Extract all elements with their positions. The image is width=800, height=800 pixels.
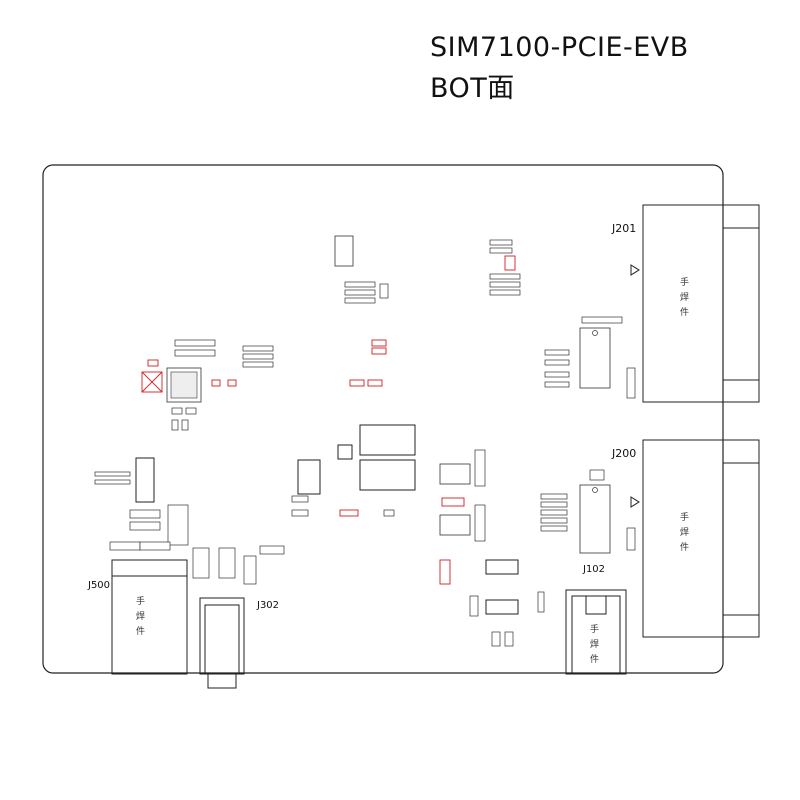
- svg-text:件: 件: [136, 625, 145, 637]
- connector-j302: J302: [199, 597, 279, 689]
- j302-label: J302: [256, 600, 279, 611]
- connector-j102: J102 手 焊 件: [565, 564, 627, 675]
- svg-text:焊: 焊: [590, 638, 599, 650]
- j200-label: J200: [611, 447, 636, 460]
- ic-right-upper: [544, 316, 636, 399]
- svg-text:件: 件: [680, 541, 689, 553]
- connector-j500: J500 手 焊 件: [87, 559, 188, 675]
- board-title: SIM7100-PCIE-EVB: [430, 32, 689, 63]
- ic-right-lower: [540, 469, 636, 554]
- svg-text:手: 手: [680, 276, 689, 288]
- center-power-block: [291, 424, 416, 517]
- board-side-label: BOT面: [430, 73, 515, 104]
- ic-top-right: [489, 239, 521, 296]
- svg-text:焊: 焊: [680, 291, 689, 303]
- svg-text:焊: 焊: [680, 526, 689, 538]
- ic-top-center: [334, 235, 389, 304]
- board-outline: [42, 164, 724, 674]
- svg-text:件: 件: [590, 653, 599, 665]
- svg-text:手: 手: [680, 511, 689, 523]
- left-mid-cluster: [94, 457, 285, 585]
- j102-label: J102: [582, 564, 605, 575]
- svg-text:手: 手: [590, 623, 599, 635]
- connector-j201: J201 手 焊 件: [611, 204, 760, 403]
- j201-label: J201: [611, 222, 636, 235]
- svg-text:焊: 焊: [136, 610, 145, 622]
- ic-cluster-left: [141, 339, 274, 431]
- center-red-pads: [349, 339, 387, 387]
- ic-right-center: [439, 449, 545, 647]
- connector-j200: J200 手 焊 件: [611, 439, 760, 638]
- j500-label: J500: [87, 580, 110, 591]
- svg-text:件: 件: [680, 306, 689, 318]
- svg-text:手: 手: [136, 595, 145, 607]
